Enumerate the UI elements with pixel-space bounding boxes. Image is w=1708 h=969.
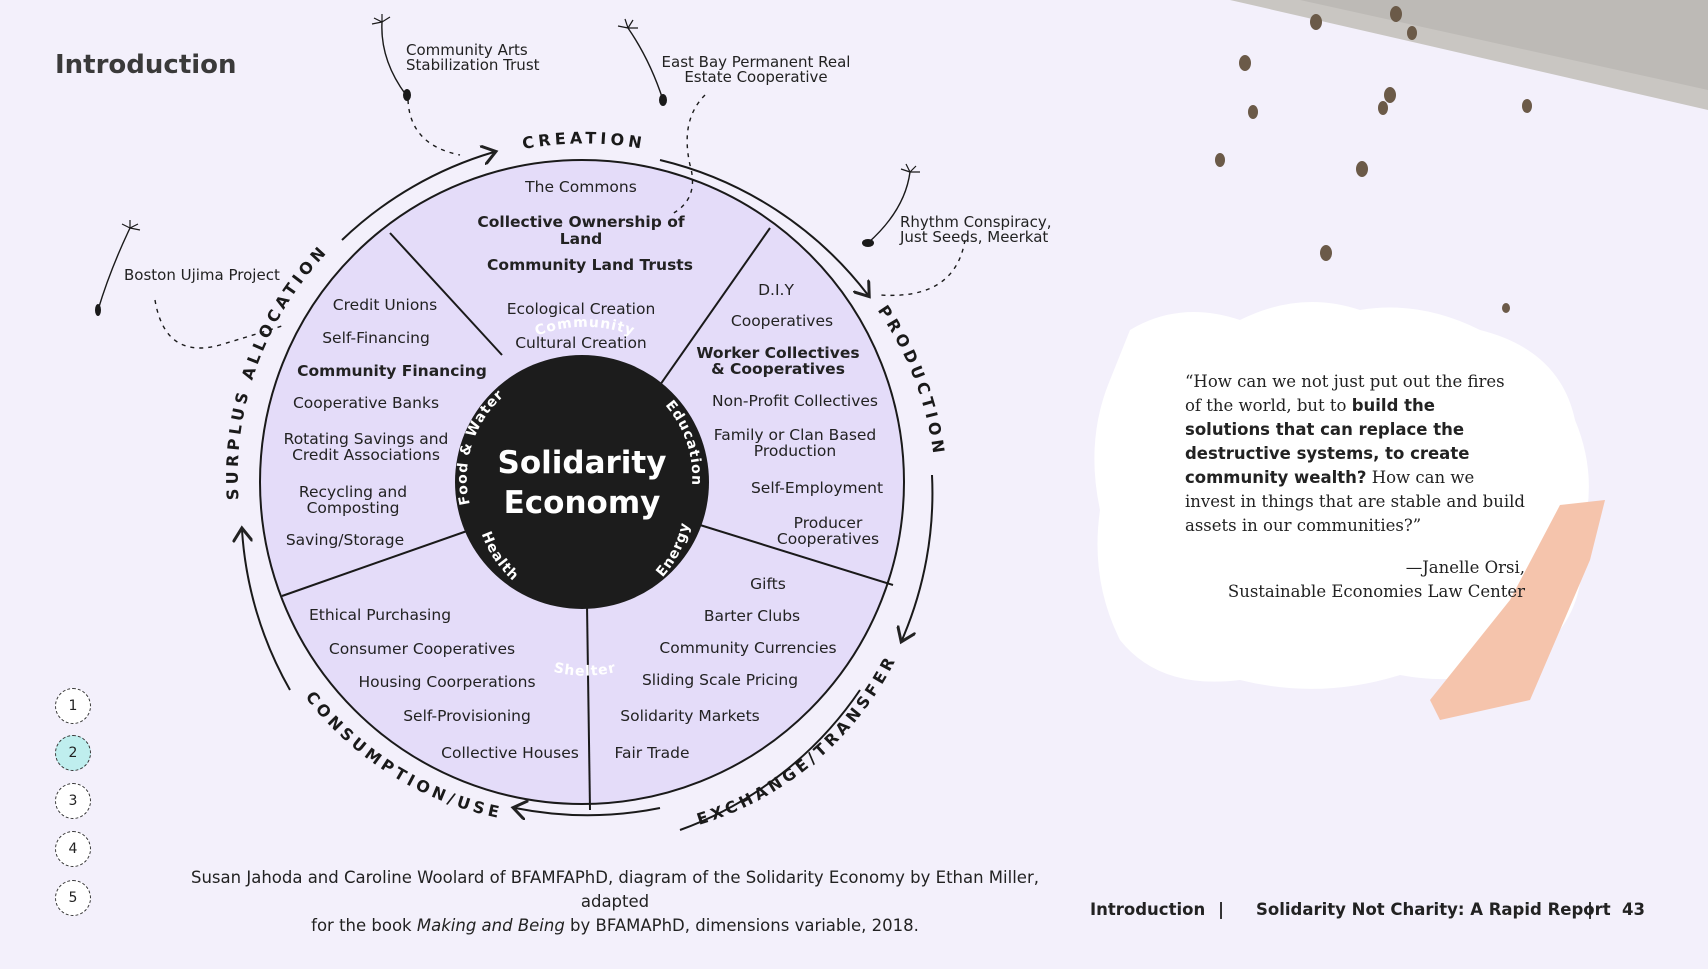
quote-org: Sustainable Economies Law Center [1227, 582, 1525, 601]
page-nav-1[interactable]: 1 [55, 688, 91, 724]
caption-text: for the book [311, 916, 417, 935]
wedge-item: Community Currencies [659, 639, 836, 657]
seeds [1215, 6, 1532, 313]
quote-author: —Janelle Orsi, [1405, 558, 1525, 577]
wedge-item: D.I.Y [758, 281, 794, 299]
wedge-item: Solidarity Markets [620, 707, 760, 725]
quote-close: How can we invest in things that are sta… [1185, 468, 1525, 535]
wedge-item: Cultural Creation [515, 334, 647, 352]
quote-block: “How can we not just put out the fires o… [1185, 370, 1525, 604]
footer-section[interactable]: Introduction [1090, 900, 1206, 919]
wedge-item: Barter Clubs [704, 607, 800, 625]
fabric-corner-shadow [1300, 0, 1708, 90]
example-eastbay-line2: Estate Cooperative [684, 68, 827, 86]
footer-separator: | [1587, 900, 1594, 919]
hub-title-line2: Economy [504, 485, 661, 521]
wedge-item: Credit Unions [333, 296, 437, 314]
wedge-item: Saving/Storage [286, 531, 404, 549]
page-nav-5[interactable]: 5 [55, 880, 91, 916]
wedge-item: Community Financing [297, 362, 487, 380]
wedge-item: Collective Houses [441, 744, 579, 762]
figure-caption: Susan Jahoda and Caroline Woolard of BFA… [170, 866, 1060, 938]
wedge-item: The Commons [524, 178, 637, 196]
wedge-item: Cooperatives [731, 312, 833, 330]
quote-open: “How can we not just put out the fires o… [1185, 372, 1505, 415]
caption-line2: for the book Making and Being by BFAMAPh… [170, 914, 1060, 938]
example-boston: Boston Ujima Project [124, 266, 280, 284]
dandelion-tufts [121, 14, 920, 231]
wedge-item: Worker Collectives [696, 344, 859, 362]
wedge-item: Housing Coorperations [358, 673, 535, 691]
footer-page-number: 43 [1622, 900, 1645, 919]
wedge-item: Consumer Cooperatives [329, 640, 515, 658]
quote-text: “How can we not just put out the fires o… [1185, 370, 1525, 538]
page-nav-3[interactable]: 3 [55, 783, 91, 819]
caption-text: by BFAMAPhD, dimensions variable, 2018. [564, 916, 919, 935]
wedge-item: Self-Financing [322, 329, 430, 347]
wedge-item: Sliding Scale Pricing [642, 671, 798, 689]
quote-attribution: —Janelle Orsi, Sustainable Economies Law… [1185, 556, 1525, 604]
wedge-exchange: Gifts Barter Clubs Community Currencies … [614, 575, 836, 762]
peach-paper-strip [1430, 500, 1605, 720]
wedge-item: Composting [307, 499, 400, 517]
example-rhythm-line1: Rhythm Conspiracy, [900, 213, 1052, 231]
wedge-item: Ecological Creation [507, 300, 656, 318]
quote-bold: build the solutions that can replace the… [1185, 396, 1470, 487]
wedge-item: Production [754, 442, 836, 460]
wedge-item: Land [560, 230, 602, 248]
example-arts-line1: Community Arts [406, 41, 528, 59]
wedge-consumption: Ethical Purchasing Consumer Cooperatives… [309, 606, 579, 762]
wedge-item: Producer [794, 514, 863, 532]
page-nav-2[interactable]: 2 [55, 735, 91, 771]
wedge-item: Non-Profit Collectives [712, 392, 878, 410]
hub-label-shelter: Shelter [552, 660, 618, 680]
page-nav-4[interactable]: 4 [55, 831, 91, 867]
example-eastbay-line1: East Bay Permanent Real [662, 53, 851, 71]
wedge-item: Rotating Savings and [284, 430, 449, 448]
wedge-item: Fair Trade [614, 744, 689, 762]
wedge-surplus: Credit Unions Self-Financing Community F… [284, 296, 487, 549]
wedge-item: Self-Employment [751, 479, 883, 497]
wedge-item: Recycling and [299, 483, 407, 501]
footer-report-title[interactable]: Solidarity Not Charity: A Rapid Report [1256, 900, 1611, 919]
wedge-item: Gifts [750, 575, 786, 593]
wedge-item: Cooperative Banks [293, 394, 439, 412]
footer-separator: | [1218, 900, 1225, 919]
cycle-arrows [242, 152, 934, 831]
wedge-item: Collective Ownership of [477, 213, 684, 231]
wedge-item: Family or Clan Based [714, 426, 877, 444]
wedge-item: Ethical Purchasing [309, 606, 451, 624]
torn-paper [1094, 302, 1589, 689]
hub-title-line1: Solidarity [498, 445, 667, 481]
wedge-item: & Cooperatives [711, 360, 845, 378]
wedge-dividers [281, 227, 894, 811]
example-rhythm-line2: Just Seeds, Meerkat [899, 228, 1048, 246]
wedge-item: Cooperatives [777, 530, 879, 548]
caption-line1: Susan Jahoda and Caroline Woolard of BFA… [191, 868, 1039, 911]
wedge-item: Credit Associations [292, 446, 440, 464]
example-arts-line2: Stabilization Trust [406, 56, 540, 74]
wedge-production: D.I.Y Cooperatives Worker Collectives & … [696, 281, 883, 548]
wedge-item: Community Land Trusts [487, 256, 693, 274]
dandelion-seeds [95, 89, 874, 316]
wedge-creation: The Commons Collective Ownership of Land… [477, 178, 693, 352]
ring-label-creation: CREATION [521, 128, 647, 153]
wedge-item: Self-Provisioning [403, 707, 531, 725]
caption-book-title: Making and Being [416, 916, 565, 935]
page-title: Introduction [55, 50, 237, 80]
dandelion-connectors [97, 21, 966, 349]
hub-circle [455, 355, 709, 609]
